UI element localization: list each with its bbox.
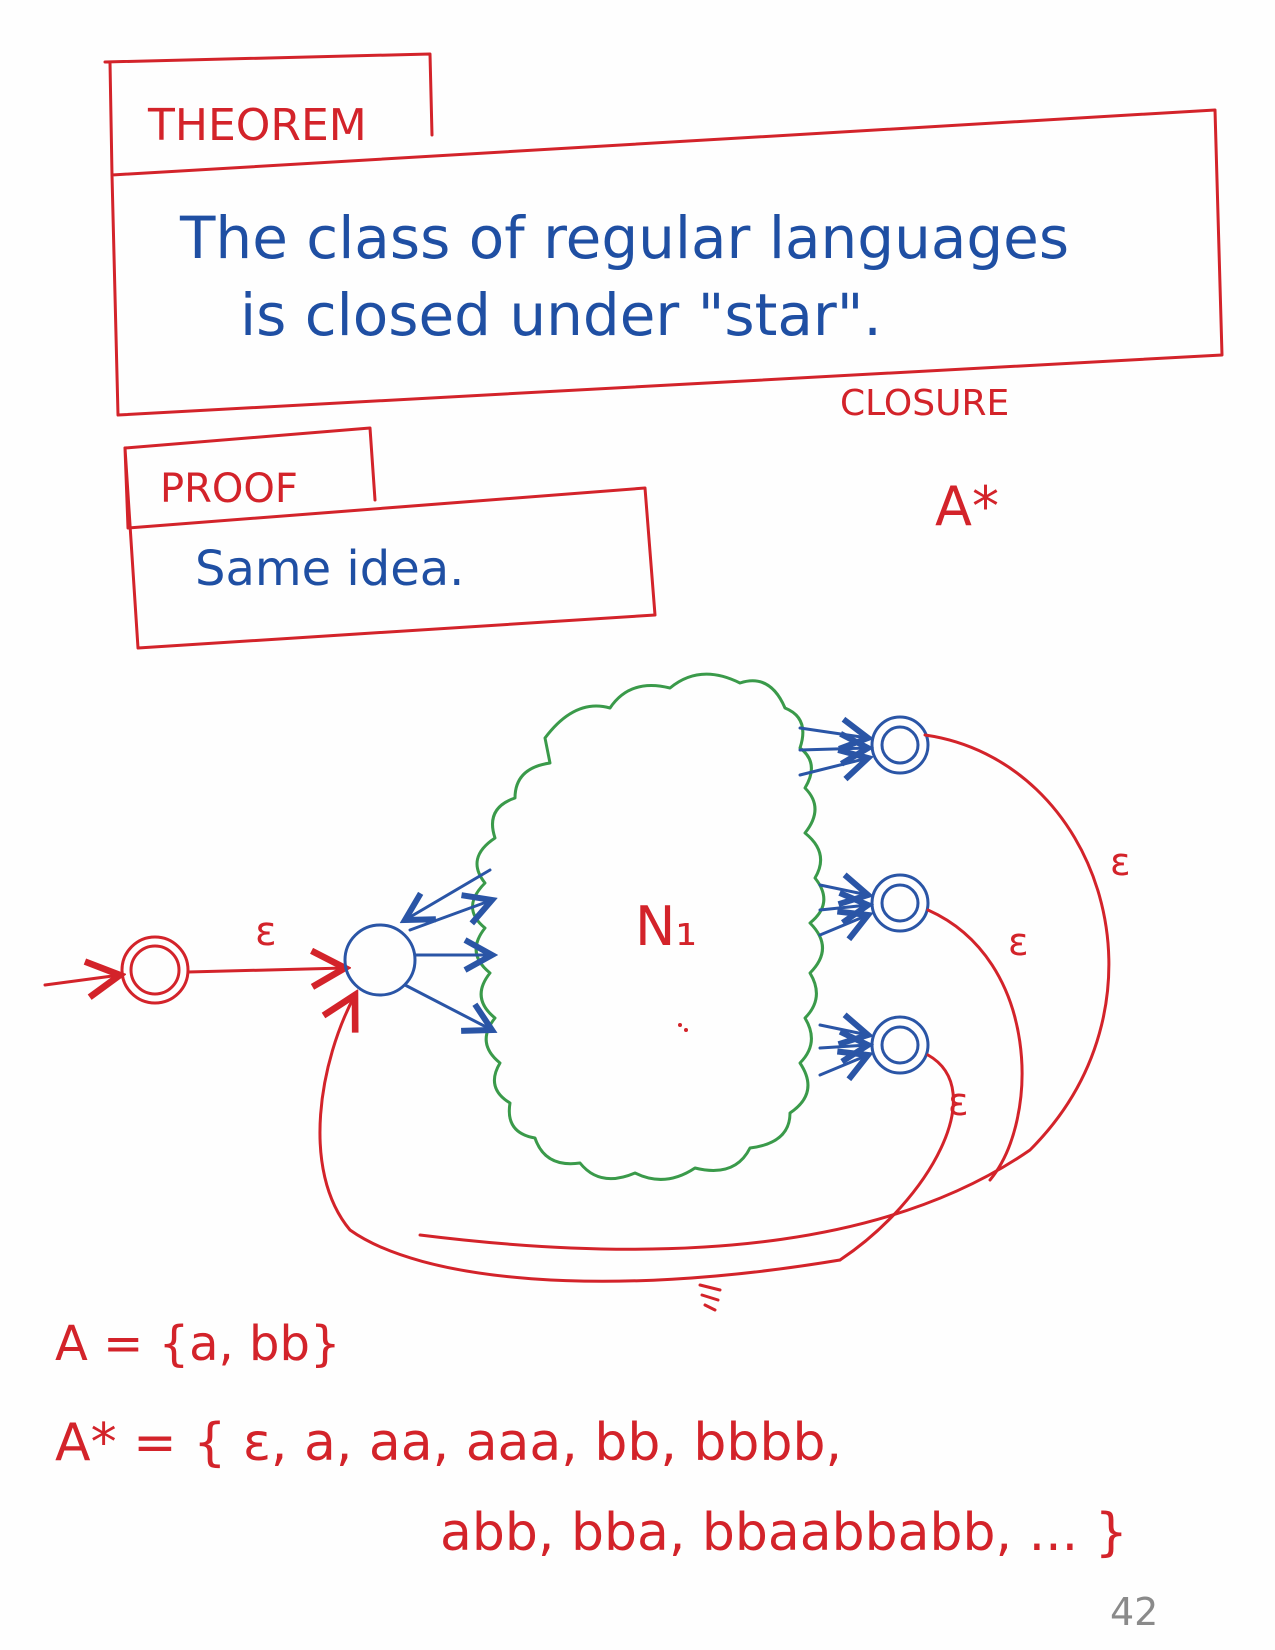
n1-transition — [818, 915, 868, 935]
epsilon-label-start: ε — [255, 909, 277, 955]
epsilon-label-loop-1: ε — [1110, 840, 1131, 884]
proof-body-outline — [123, 446, 657, 650]
dot-mark — [684, 1028, 688, 1032]
epsilon-loop-return — [318, 995, 842, 1283]
theorem-tab-label: THEOREM — [147, 100, 367, 151]
epsilon-transition-to-start — [186, 968, 345, 972]
new-start-state — [43, 935, 190, 1005]
n1-transition — [818, 885, 868, 895]
example-a-star-line1: A* = { ε, a, aa, aaa, bb, bbbb, — [55, 1413, 842, 1473]
theorem-text-line2: is closed under "star". — [240, 281, 882, 349]
accept-state-3 — [870, 1015, 930, 1075]
proof-tab-label: PROOF — [160, 466, 298, 512]
theorem-box: THEOREM The class of regular languages i… — [103, 52, 1224, 417]
n1-start-state — [343, 923, 417, 997]
example-a-definition: A = {a, bb} — [55, 1316, 341, 1372]
example-a-star-line2: abb, bba, bbaabbabb, ... } — [440, 1503, 1128, 1563]
proof-body-text: Same idea. — [195, 541, 464, 597]
epsilon-loop-from-accept-1 — [418, 733, 1111, 1251]
epsilon-loop-from-accept-3 — [838, 1053, 955, 1262]
n1-transition — [798, 728, 868, 738]
start-arrow — [43, 975, 120, 985]
n1-transition — [405, 868, 492, 920]
scribble-mark — [698, 1283, 722, 1312]
theorem-tab-outline — [103, 52, 434, 177]
a-star-note: A* — [935, 475, 999, 538]
dot-mark — [678, 1023, 682, 1027]
closure-note: CLOSURE — [840, 383, 1009, 424]
n1-transition — [818, 905, 868, 910]
epsilon-label-loop-3: ε — [948, 1080, 969, 1124]
n1-transition — [798, 748, 868, 750]
epsilon-loop-from-accept-2 — [926, 908, 1024, 1182]
proof-tab-outline — [123, 426, 377, 502]
proof-box: PROOF Same idea. — [123, 426, 657, 650]
new-start-state-inner — [129, 944, 181, 996]
n1-transition — [818, 1045, 868, 1048]
n1-transition — [408, 900, 492, 932]
n1-transition — [818, 1025, 868, 1035]
accept-state-1 — [870, 715, 930, 775]
machine-n1-label: N₁ — [635, 895, 697, 958]
page-number: 42 — [1110, 1590, 1158, 1634]
epsilon-label-loop-2: ε — [1008, 920, 1029, 964]
n1-transition — [818, 1055, 868, 1075]
theorem-text-line1: The class of regular languages — [179, 204, 1069, 272]
n1-transition — [798, 758, 868, 775]
n1-transition — [403, 983, 492, 1030]
theorem-body-outline — [110, 108, 1224, 417]
accept-state-2 — [870, 873, 930, 933]
